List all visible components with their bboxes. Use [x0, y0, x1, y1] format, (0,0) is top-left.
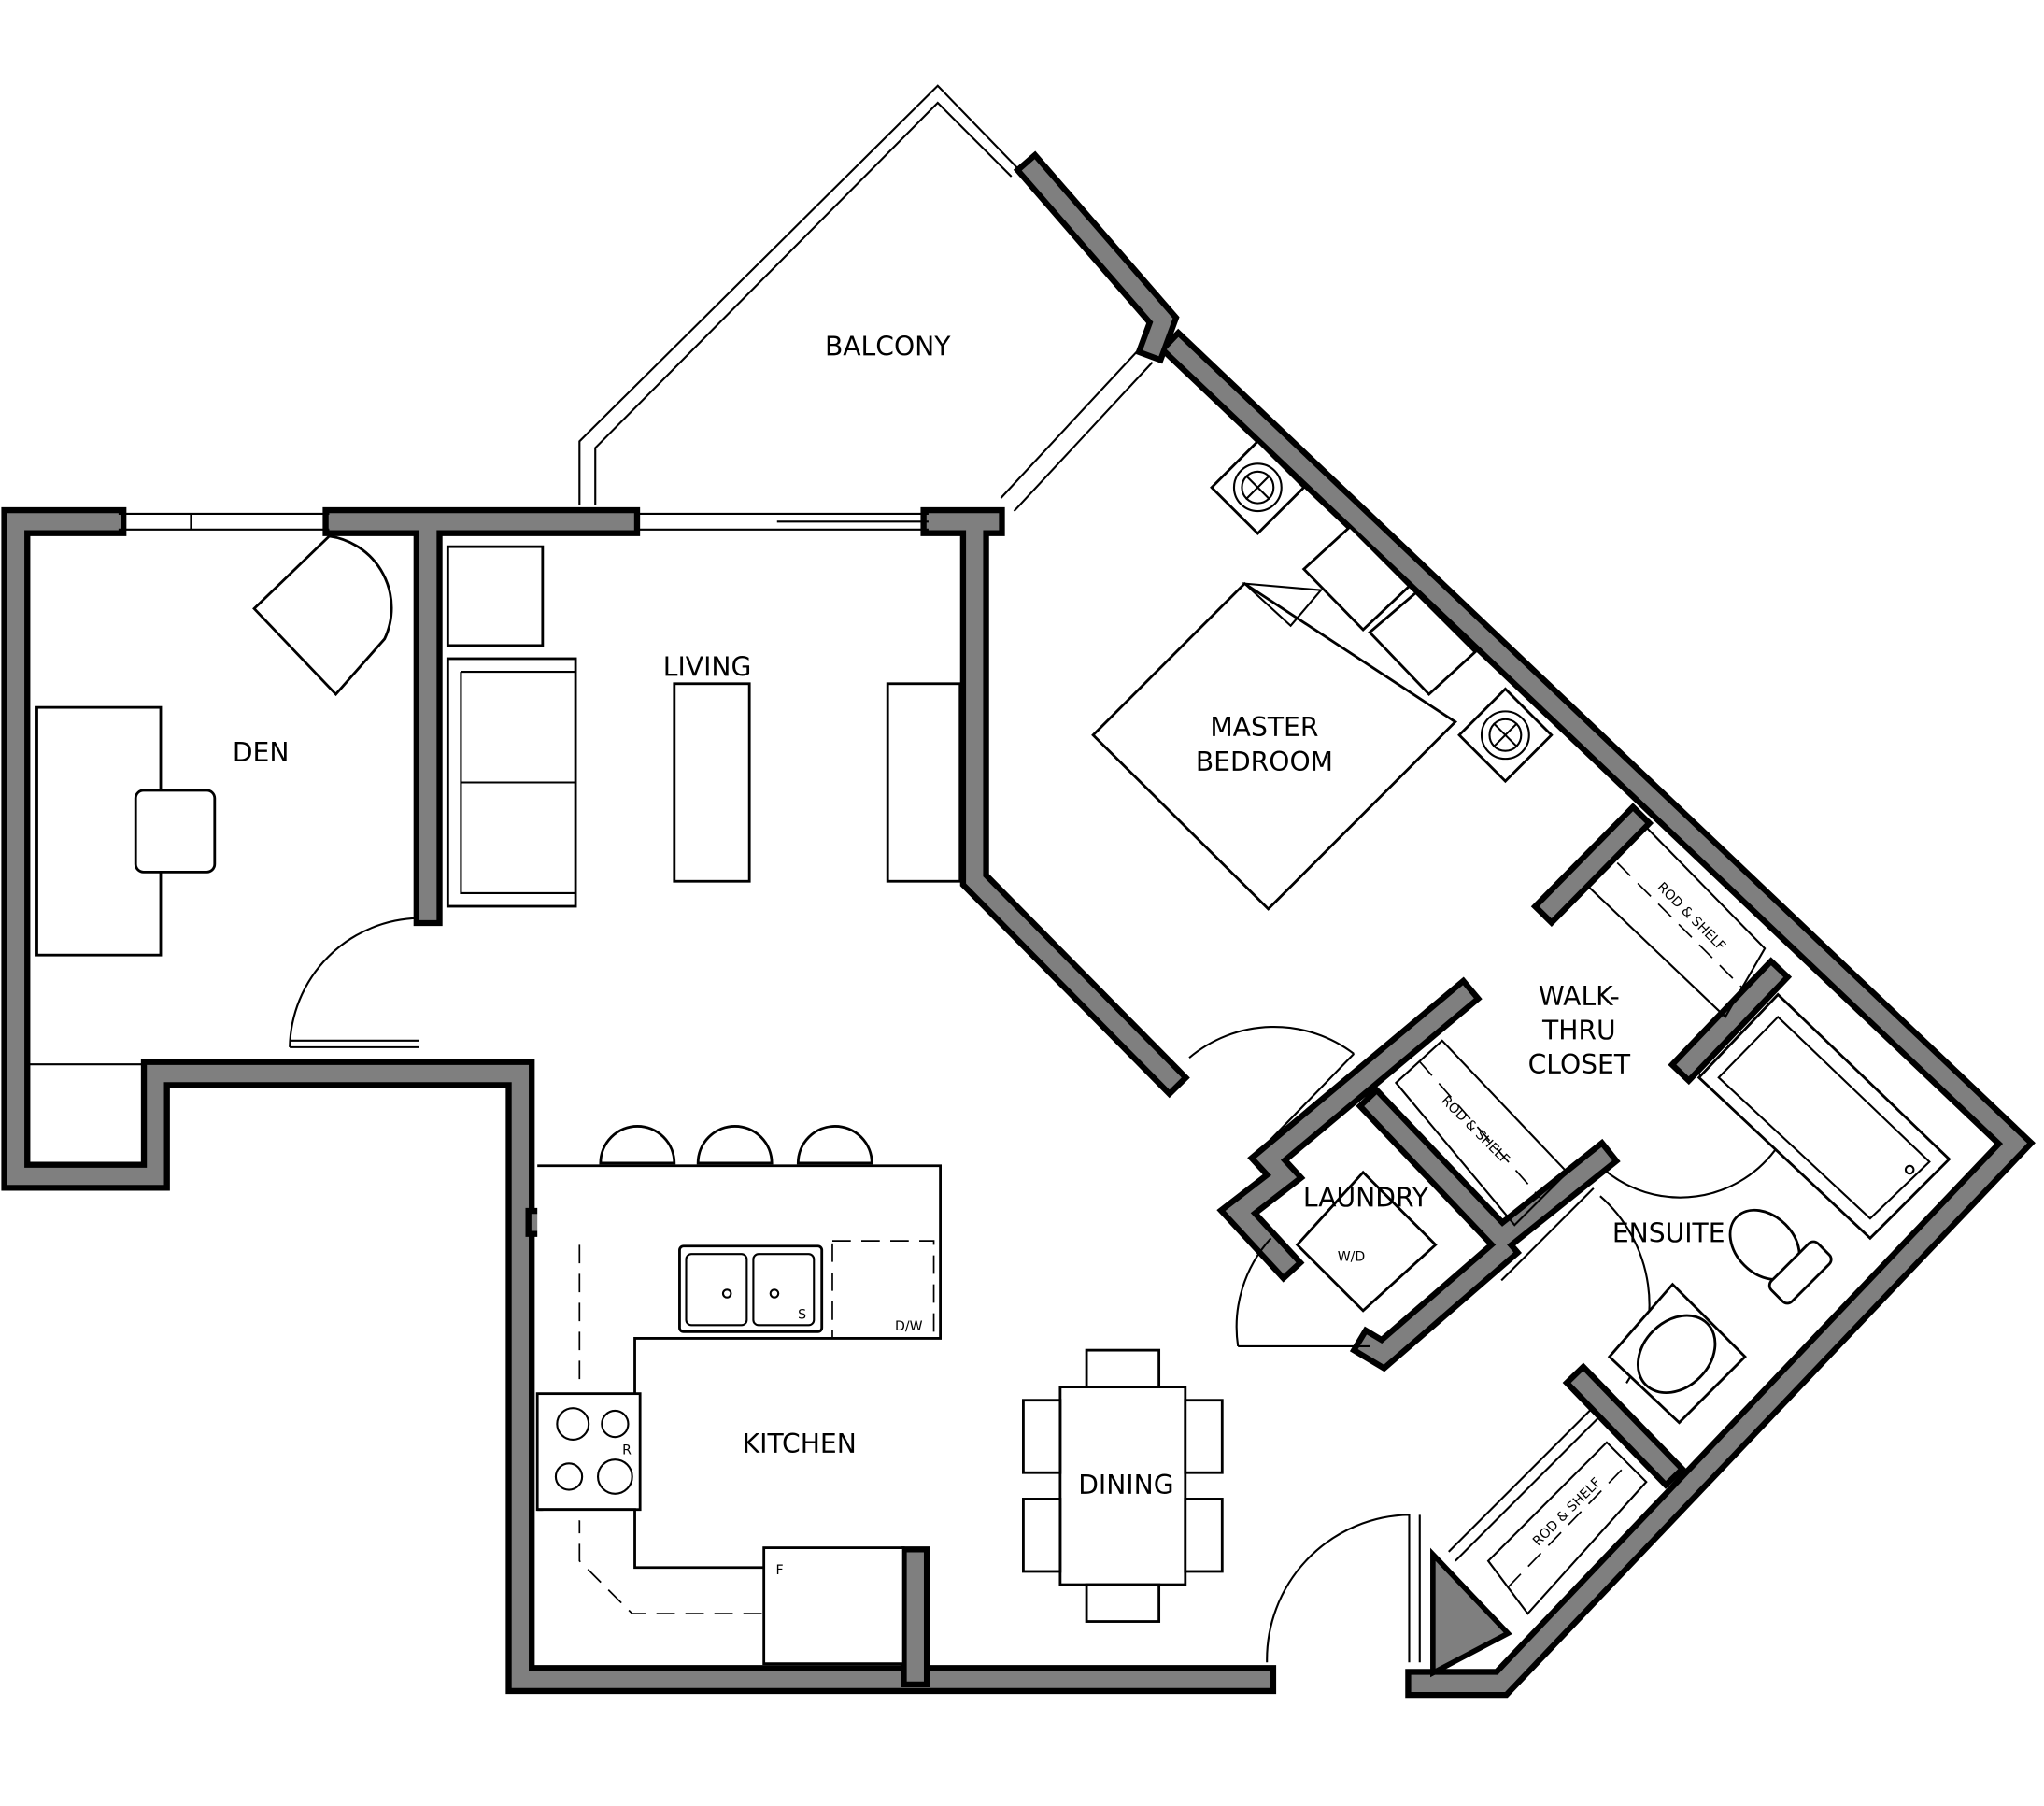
bed [1091, 581, 1458, 911]
walls [1, 150, 2036, 1699]
armchair [252, 534, 393, 697]
living-furniture [446, 545, 962, 908]
windows [118, 84, 1154, 531]
fridge-label: F [776, 1563, 784, 1578]
label-master-2: BEDROOM [1196, 747, 1333, 777]
label-ensuite: ENSUITE [1612, 1218, 1725, 1249]
side-table [446, 545, 545, 647]
fridge [762, 1546, 905, 1666]
label-closet-1: WALK- [1539, 981, 1620, 1012]
washer-dryer [1295, 1170, 1438, 1313]
label-dining: DINING [1078, 1470, 1173, 1500]
sink-label: S [798, 1307, 806, 1322]
label-closet-3: CLOSET [1528, 1049, 1631, 1080]
rod-shelf-label: ROD & SHELF [1654, 880, 1728, 954]
coffee-table [673, 682, 751, 883]
bathtub [1696, 992, 1952, 1241]
label-balcony: BALCONY [825, 332, 951, 363]
room-labels: BALCONY LIVING DEN MASTER BEDROOM WALK- … [233, 332, 1725, 1500]
label-living: LIVING [663, 651, 752, 682]
bedroom-furniture [1091, 439, 1554, 911]
washer-dryer-label: W/D [1338, 1249, 1366, 1264]
bath-fixtures: W/D [1295, 992, 1952, 1425]
dishwasher [831, 1240, 935, 1340]
nightstand-lamp [1457, 687, 1554, 784]
rod-shelf-label: ROD & SHELF [1530, 1475, 1604, 1549]
tv-unit [886, 682, 962, 883]
bar-stools [599, 1125, 873, 1165]
desk-chair [134, 789, 217, 874]
sink-basin [1636, 1314, 1717, 1395]
label-laundry: LAUNDRY [1303, 1182, 1429, 1213]
dining-set [1022, 1348, 1224, 1623]
dresser-drawer [1301, 525, 1412, 632]
nightstand-lamp [1210, 439, 1306, 536]
dresser-drawer [1368, 590, 1478, 697]
dishwasher-label: D/W [895, 1319, 923, 1334]
kitchen-fixtures: S D/W R F [535, 1125, 943, 1666]
label-master-1: MASTER [1210, 712, 1318, 743]
range-label: R [622, 1443, 632, 1458]
balcony-railing [578, 84, 1019, 505]
rod-shelf-label: ROD & SHELF [1438, 1093, 1512, 1167]
sink [678, 1244, 824, 1333]
label-kitchen: KITCHEN [743, 1429, 857, 1459]
den-furniture [29, 534, 393, 1066]
label-closet-2: THRU [1541, 1015, 1616, 1045]
label-den: DEN [233, 737, 290, 768]
